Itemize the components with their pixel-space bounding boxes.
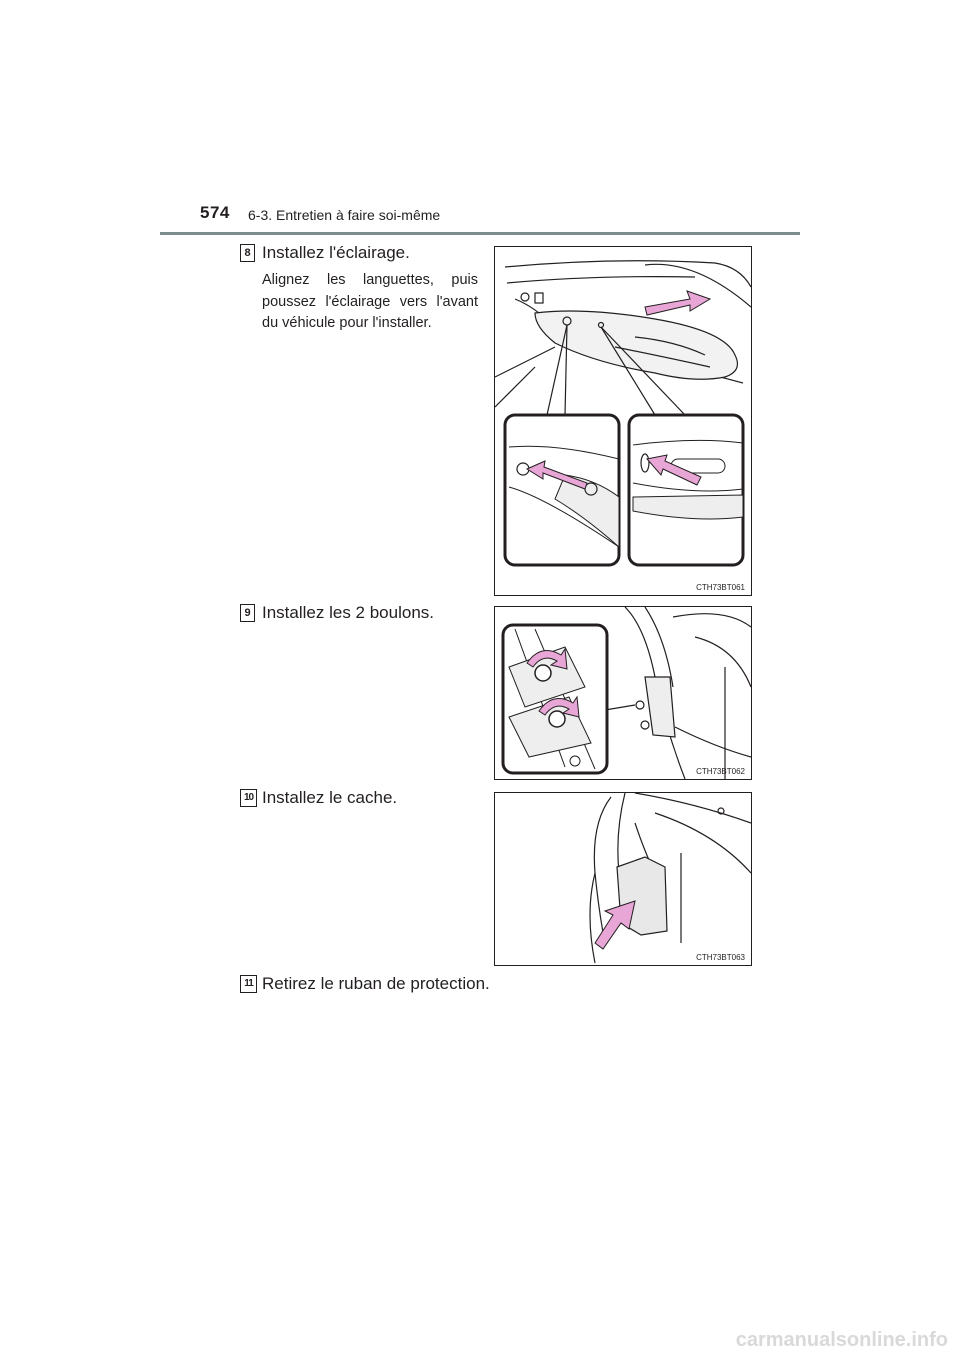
figure-code: CTH73BT062 bbox=[696, 767, 745, 776]
section-title: 6-3. Entretien à faire soi-même bbox=[248, 207, 441, 223]
step-9-badge: 9 bbox=[240, 604, 255, 622]
step-8-description: Alignez les languettes, puis poussez l'é… bbox=[262, 272, 478, 331]
figure-step-8: CTH73BT061 bbox=[494, 246, 752, 596]
step-9-title: Installez les 2 boulons. bbox=[262, 603, 434, 622]
figure-step-10: CTH73BT063 bbox=[494, 792, 752, 966]
bolt-install-illustration bbox=[501, 607, 751, 779]
step-11-badge: 11 bbox=[240, 975, 257, 993]
header-rule bbox=[160, 232, 800, 235]
step-10-badge: 10 bbox=[240, 789, 257, 807]
tail-light-install-illustration bbox=[495, 260, 751, 567]
watermark: carmanualsonline.info bbox=[735, 1329, 948, 1351]
page-number: 574 bbox=[200, 203, 230, 222]
cover-install-illustration bbox=[589, 793, 751, 964]
step-10-title: Installez le cache. bbox=[262, 788, 398, 807]
step-11-title: Retirez le ruban de protection. bbox=[262, 974, 490, 993]
step-8-badge: 8 bbox=[240, 244, 255, 262]
figure-step-9: CTH73BT062 bbox=[494, 606, 752, 780]
figure-code: CTH73BT063 bbox=[696, 953, 745, 962]
figure-code: CTH73BT061 bbox=[696, 583, 745, 592]
step-8-title: Installez l'éclairage. bbox=[262, 243, 410, 262]
